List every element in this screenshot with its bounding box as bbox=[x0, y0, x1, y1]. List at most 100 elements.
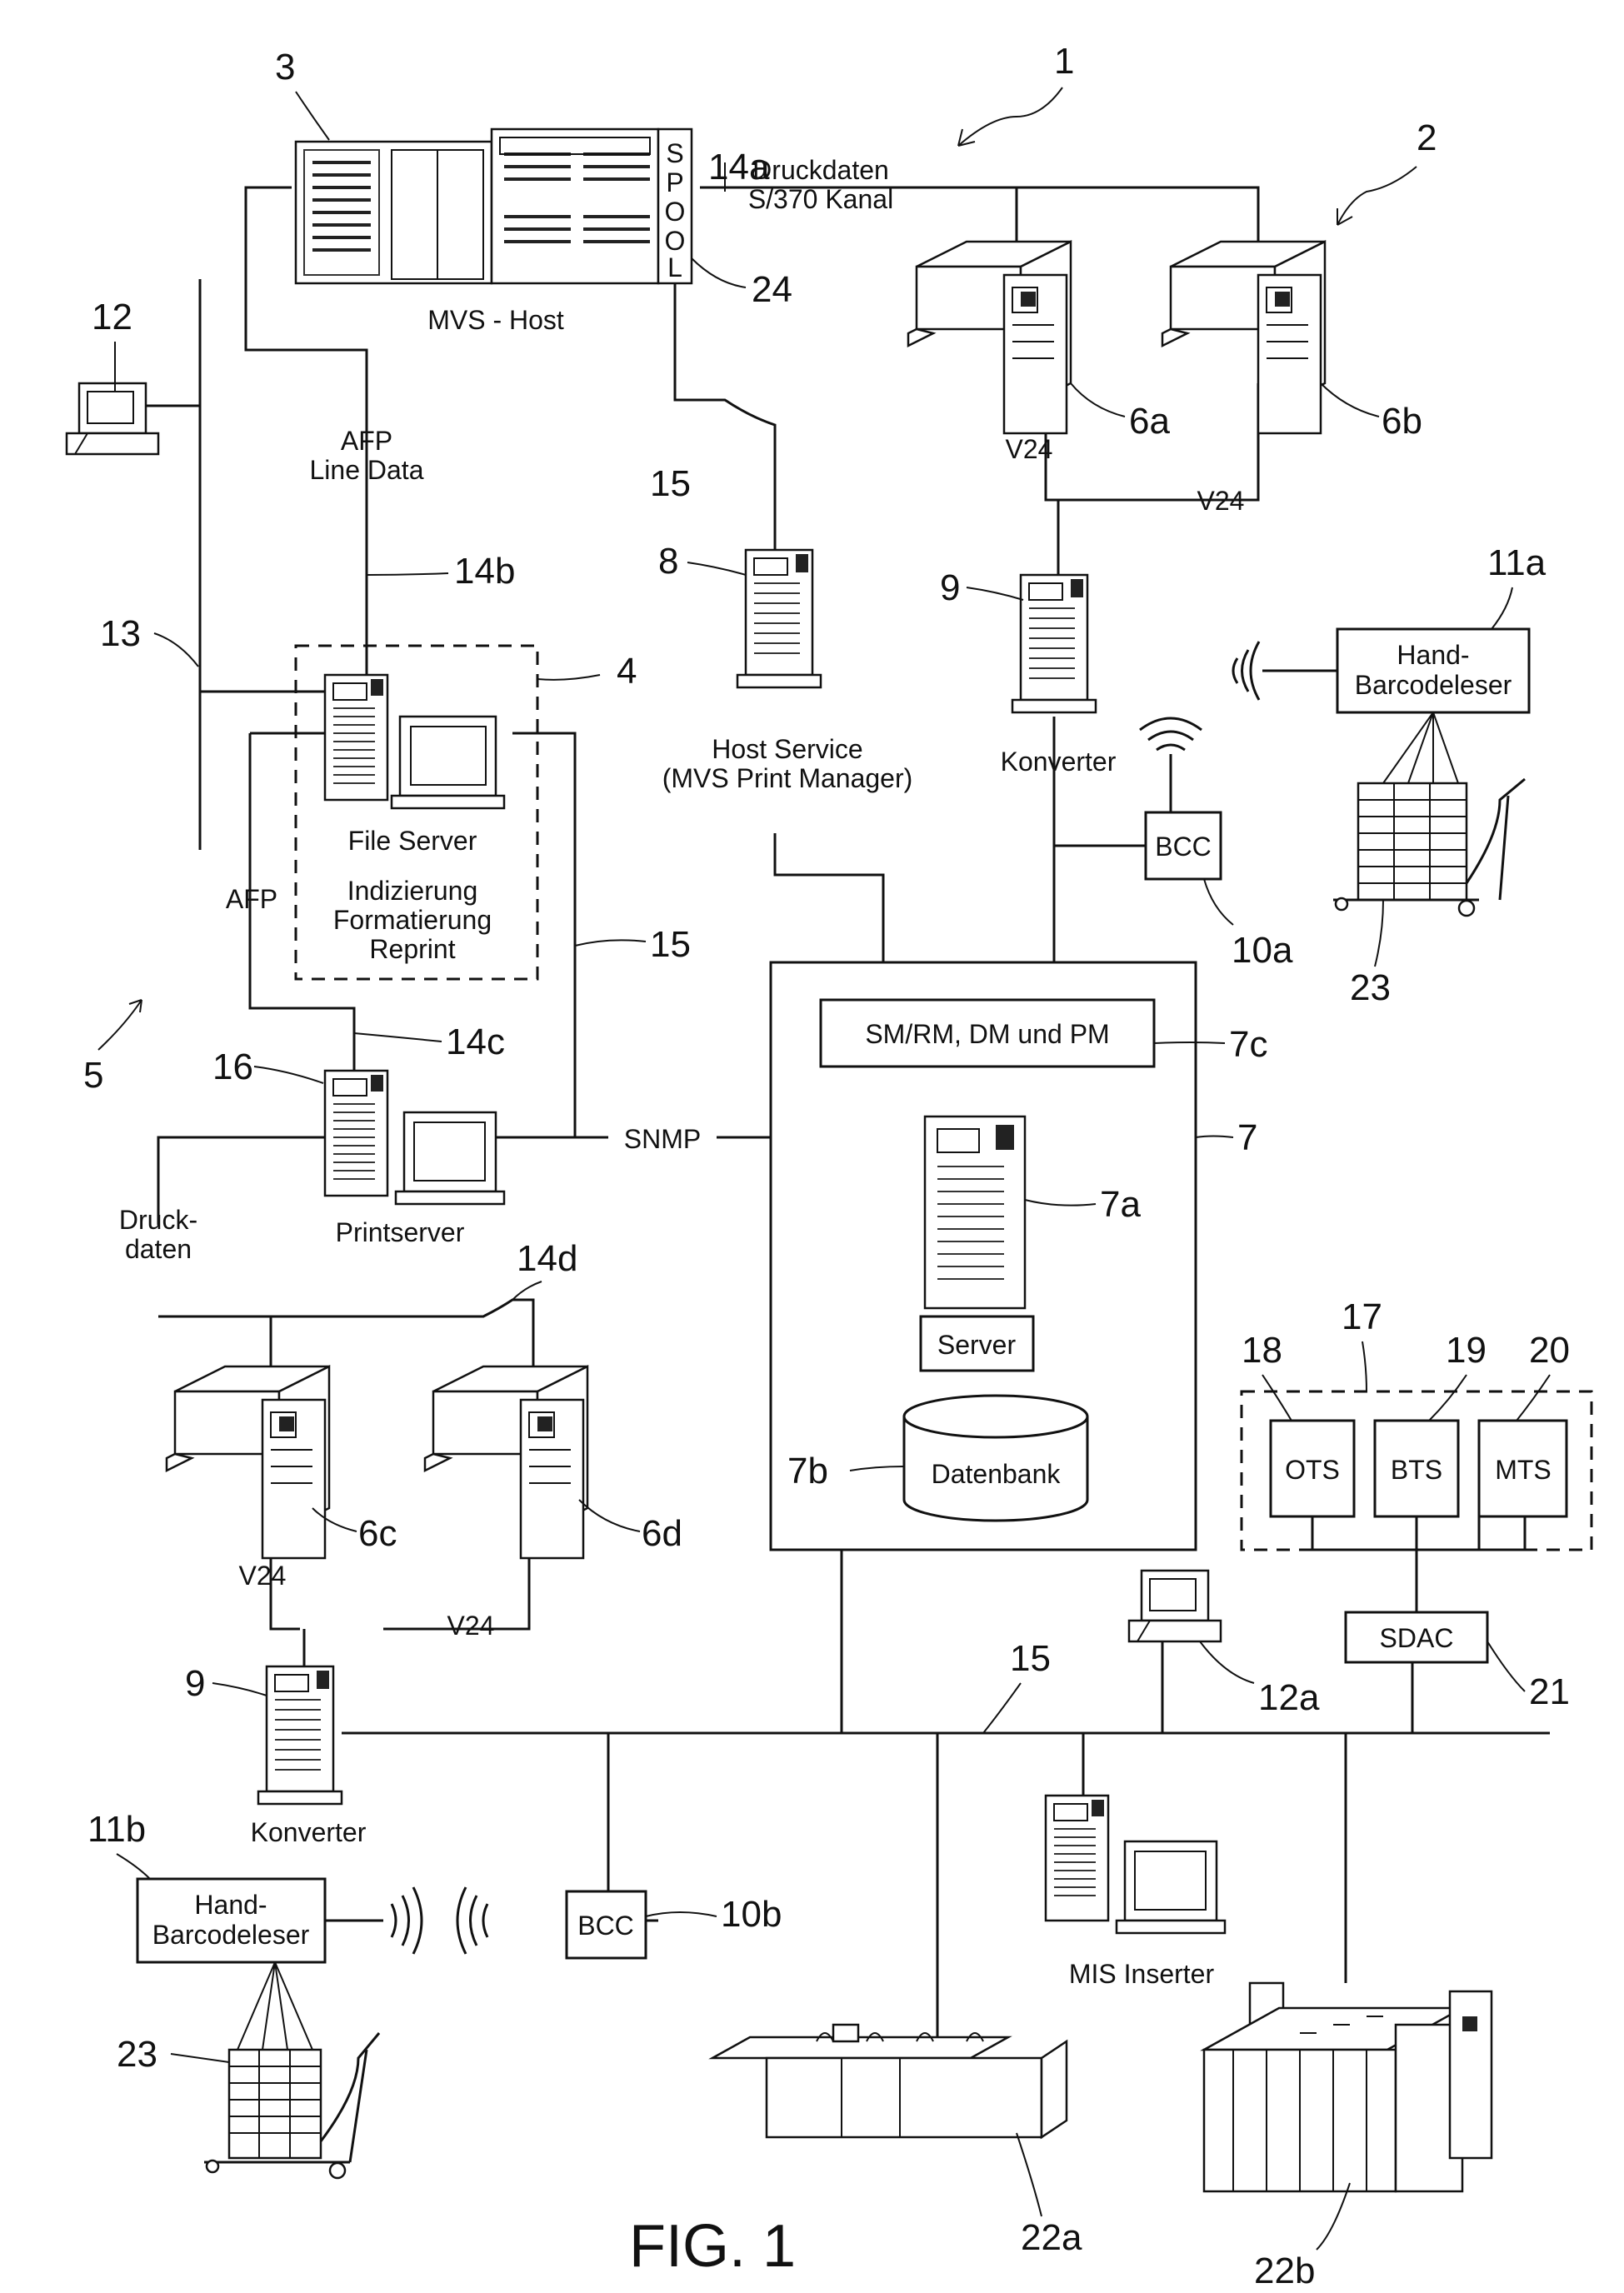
sm-rm-label: SM/RM, DM und PM bbox=[865, 1019, 1109, 1049]
figure-caption: FIG. 1 bbox=[629, 2213, 796, 2280]
mvs-host-label: MVS - Host bbox=[427, 305, 564, 335]
ref-numeral: 16 bbox=[212, 1047, 253, 1087]
ref-numeral: 5 bbox=[83, 1055, 103, 1096]
mis-inserter-label: MIS Inserter bbox=[1069, 1959, 1215, 1989]
ref-numeral: 6d bbox=[642, 1513, 682, 1554]
ref-numeral: 14d bbox=[517, 1238, 577, 1279]
ref-numeral: 8 bbox=[658, 541, 678, 582]
daten-label: daten bbox=[125, 1234, 192, 1264]
host-service-label: Host Service bbox=[712, 734, 862, 764]
ref-numeral: 11a bbox=[1487, 542, 1547, 583]
ref-numeral: 7c bbox=[1229, 1024, 1267, 1065]
ref-numeral: 4 bbox=[617, 651, 637, 692]
v24-label: V24 bbox=[1197, 486, 1245, 516]
ref-numeral: 22b bbox=[1254, 2251, 1315, 2291]
ref-numeral: 15 bbox=[650, 463, 691, 504]
ref-numeral: 23 bbox=[117, 2034, 157, 2075]
spool-letter: P bbox=[666, 167, 683, 197]
printserver-tower-icon bbox=[325, 1071, 387, 1196]
ref-numeral: 10a bbox=[1232, 930, 1293, 971]
printer-6c-icon bbox=[167, 1366, 329, 1558]
converter-tower-icon bbox=[1012, 575, 1096, 712]
barcodeleser-label: Barcodeleser bbox=[1355, 670, 1512, 700]
ref-numeral: 10b bbox=[721, 1894, 782, 1935]
ref-numeral: 9 bbox=[940, 567, 960, 608]
afp-label: AFP bbox=[341, 426, 392, 456]
printer-6a-icon bbox=[908, 242, 1071, 433]
pallet-truck-icon bbox=[1333, 712, 1525, 916]
ots-label: OTS bbox=[1285, 1455, 1340, 1485]
printer-6d-icon bbox=[425, 1366, 587, 1558]
converter-label: Konverter bbox=[251, 1817, 367, 1847]
ref-numeral: 14b bbox=[454, 551, 515, 592]
large-inserter-system-icon bbox=[1204, 1983, 1492, 2191]
ref-numeral: 14a bbox=[708, 147, 770, 187]
barcodeleser-label: Barcodeleser bbox=[152, 1920, 310, 1950]
ref-numeral: 6b bbox=[1382, 401, 1422, 442]
workstation-icon bbox=[67, 383, 158, 454]
bts-label: BTS bbox=[1391, 1455, 1442, 1485]
hand-barcode-label: Hand- bbox=[1397, 640, 1469, 670]
spool-letter: O bbox=[665, 226, 686, 256]
mvs-host-mainframe bbox=[296, 129, 692, 283]
ref-numeral: 12a bbox=[1258, 1677, 1320, 1718]
ref-numeral: 18 bbox=[1242, 1330, 1282, 1371]
inserter-monitor-icon bbox=[1117, 1841, 1225, 1933]
ref-numeral: 17 bbox=[1342, 1296, 1382, 1337]
v24-label: V24 bbox=[1006, 434, 1053, 464]
converter-tower-icon bbox=[258, 1666, 342, 1804]
spool-letter: L bbox=[667, 252, 682, 282]
ref-numeral: 9 bbox=[185, 1663, 205, 1704]
druck-label: Druck- bbox=[119, 1205, 197, 1235]
spool-letter: O bbox=[665, 197, 686, 227]
ref-numeral: 7b bbox=[787, 1451, 828, 1491]
snmp-label: SNMP bbox=[624, 1124, 701, 1154]
ref-numeral: 15 bbox=[1010, 1638, 1051, 1679]
sdac-label: SDAC bbox=[1380, 1623, 1454, 1653]
ref-numeral: 13 bbox=[100, 613, 141, 654]
reprint-label: Reprint bbox=[369, 934, 455, 964]
ref-numeral: 23 bbox=[1350, 967, 1391, 1008]
ref-numeral: 6a bbox=[1129, 401, 1170, 442]
file-server-tower-icon bbox=[325, 675, 387, 800]
printserver-monitor-icon bbox=[396, 1112, 504, 1204]
ref-numeral: 15 bbox=[650, 924, 691, 965]
ref-numeral: 24 bbox=[752, 269, 792, 310]
server-label: Server bbox=[937, 1330, 1017, 1360]
inserting-machine-icon bbox=[712, 2025, 1067, 2137]
indizierung-label: Indizierung bbox=[347, 876, 478, 906]
ref-numeral: 11b bbox=[87, 1809, 146, 1850]
ref-numeral: 3 bbox=[275, 47, 295, 87]
ref-numeral: 14c bbox=[446, 1022, 505, 1062]
datenbank-label: Datenbank bbox=[932, 1459, 1062, 1489]
formatierung-label: Formatierung bbox=[333, 905, 492, 935]
v24-label: V24 bbox=[239, 1561, 287, 1591]
workstation-icon bbox=[1129, 1571, 1221, 1641]
bcc-label: BCC bbox=[1155, 832, 1212, 862]
ref-numeral: 7 bbox=[1237, 1117, 1257, 1158]
bcc-label: BCC bbox=[577, 1911, 634, 1941]
ref-numeral: 2 bbox=[1417, 117, 1437, 158]
ref-numeral: 20 bbox=[1529, 1330, 1570, 1371]
spool-letter: S bbox=[666, 138, 683, 168]
ref-numeral: 21 bbox=[1529, 1671, 1570, 1712]
mts-label: MTS bbox=[1495, 1455, 1552, 1485]
s370-kanal-label: S/370 Kanal bbox=[748, 184, 893, 214]
ref-numeral: 6c bbox=[358, 1513, 397, 1554]
druckdaten-label: Druckdaten bbox=[752, 155, 889, 185]
v24-label: V24 bbox=[447, 1611, 495, 1641]
pallet-truck-icon bbox=[204, 1962, 379, 2178]
ref-numeral: 12 bbox=[92, 297, 132, 337]
ref-numeral: 7a bbox=[1100, 1184, 1141, 1225]
ref-numeral: 1 bbox=[1054, 41, 1074, 82]
server-tower-icon bbox=[925, 1117, 1025, 1308]
file-server-label: File Server bbox=[348, 826, 477, 856]
printserver-label: Printserver bbox=[336, 1217, 465, 1247]
line-data-label: Line Data bbox=[310, 455, 424, 485]
spool-label: S P O O L bbox=[665, 138, 686, 282]
ref-numeral: 22a bbox=[1021, 2217, 1082, 2258]
database-icon bbox=[904, 1396, 1087, 1521]
printer-6b-icon bbox=[1162, 242, 1325, 433]
file-server-monitor-icon bbox=[392, 717, 504, 808]
